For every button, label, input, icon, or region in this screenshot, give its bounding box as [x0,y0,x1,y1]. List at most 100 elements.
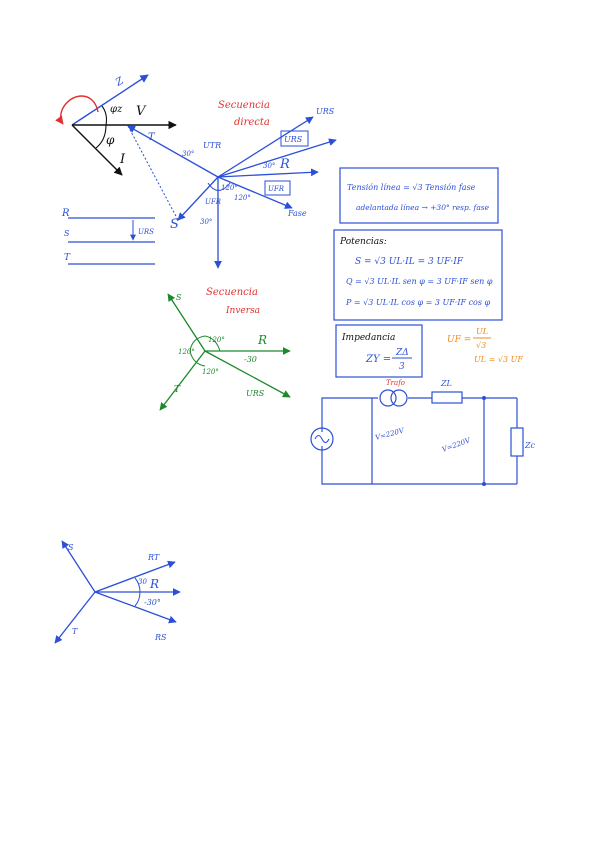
zl-resistor [431,391,463,404]
angle-30-b: 30° [263,162,275,170]
direct-sequence-diagram: Secuencia directa T R S URS URS UFR Fase… [127,100,337,269]
zc-impedance [510,427,524,457]
inv-s-phasor [167,293,206,352]
line-phase-note-2: adelantada línea → +30° resp. fase [356,203,490,212]
circuit-node [482,396,486,400]
impedancia-box [335,324,423,378]
circuit-bottom-wire [321,446,517,485]
zc-label: Zc [524,441,536,450]
r-label: R [279,157,290,172]
line-phase-note-box [339,167,499,224]
inv-angle-120-a: 120° [208,336,225,344]
source-voltage-label: V=220V [374,426,405,442]
t-phasor [127,125,219,178]
u-rs-top: URS [316,107,335,116]
zl-label: ZL [440,379,452,388]
rotation-arc [55,95,99,125]
direct-title-2: directa [234,117,270,128]
zy-lhs: ZY = [365,354,391,365]
transformer-coil-b [390,389,408,407]
uf-lhs: UF = [447,335,471,345]
u-tr-label: UTR [203,141,221,150]
z-vector [71,74,149,126]
phi-label: φ [106,133,115,147]
u-fr-label: UFR [205,198,222,206]
inv-angle-120-c: 120° [202,368,219,376]
circuit-node-bottom [482,482,486,486]
phi-z-arc [101,105,108,126]
ul-eq: UL = √3 UF [474,355,523,364]
st-line [127,125,179,221]
line-phase-note-1: Tensión línea = √3 Tensión fase [347,183,476,192]
bottom-t-phasor [54,591,96,644]
bottom-arc-plus30 [134,577,141,593]
u-fr-box [264,180,291,196]
angle-120-a: 120° [221,184,238,192]
bottom-t-label: T [72,627,78,636]
u-rs-line-label: URS [138,228,154,236]
inv-angle-neg30: -30 [244,355,257,364]
bottom-rt-label: RT [147,553,160,562]
bottom-angle-30: 30 [138,578,147,586]
s-label: S [170,217,179,232]
angle-arc-center [207,182,231,191]
i-vector [71,124,123,176]
impedancia-section: Impedancia ZY = ZΔ 3 [335,324,423,378]
line-r-label: R [61,208,70,219]
potencias-title: Potencias: [339,237,387,247]
line-s-label: S [64,229,70,238]
s-phasor [177,176,219,221]
apparent-power-eq: S = √3 UL·IL = 3 UF·IF [355,256,464,267]
v-label: V [136,104,147,119]
t-label: T [148,132,156,143]
phasor-diagram: Z V I φ φz [55,74,177,176]
bottom-arc-minus30 [134,591,141,607]
potencias-section: Potencias: S = √3 UL·IL = 3 UF·IF Q = √3… [333,229,503,321]
bottom-rs-phasor [94,591,177,624]
ac-source-icon [310,427,334,451]
i-label: I [119,152,126,167]
u-fr-box-text: UFR [268,185,285,193]
bottom-s-phasor [61,540,96,593]
z-label: Z [113,75,126,89]
uf-den: √3 [476,341,486,350]
bottom-line-voltage-diagram: S RT R RS T 30 -30° [54,540,181,644]
three-phase-lines: R S T URS [61,208,155,265]
bottom-rs-label: RS [154,633,167,642]
angle-120-b: 120° [234,194,251,202]
bottom-rt-phasor [94,560,176,593]
transformer-label: Trafo [386,379,405,387]
inv-s-label: S [176,293,182,302]
ac-wave [314,434,330,444]
phi-z-label: φz [110,104,123,115]
bottom-s-label: S [68,543,74,552]
impedancia-title: Impedancia [341,333,395,343]
reactive-power-eq: Q = √3 UL·IL sen φ = 3 UF·IF sen φ [346,277,493,286]
line-t-label: T [64,253,71,263]
inverse-sequence-diagram: Secuencia Inversa R S T URS 120° 120° 12… [159,287,291,411]
r-phasor [217,168,319,178]
inv-t-phasor [159,350,206,411]
active-power-eq: P = √3 UL·IL cos φ = 3 UF·IF cos φ [345,298,491,307]
zy-den: 3 [399,362,405,372]
angle-30-c: 30° [200,218,212,226]
bottom-angle-neg30: -30° [144,598,161,607]
load-voltage-label: V=220V [441,436,472,454]
angle-30-a: 30° [182,150,194,158]
fase-label: Fase [287,209,307,218]
inv-u-rs-phasor [204,350,291,398]
zy-num: ZΔ [395,348,409,358]
u-rs-box-text: URS [284,135,303,144]
inverse-title-2: Inversa [225,306,260,316]
inv-r-label: R [257,333,267,347]
inverse-title-1: Secuencia [206,287,258,298]
fase-vector [217,176,293,209]
inv-t-label: T [174,385,181,395]
u-rs-box [280,130,309,147]
line-phase-note: Tensión línea = √3 Tensión fase adelanta… [339,167,499,224]
bottom-r-label: R [149,577,159,591]
circuit-top-wire [321,397,378,432]
phi-arc [95,124,107,149]
orange-phase-note: UF = UL √3 UL = √3 UF [447,327,523,364]
